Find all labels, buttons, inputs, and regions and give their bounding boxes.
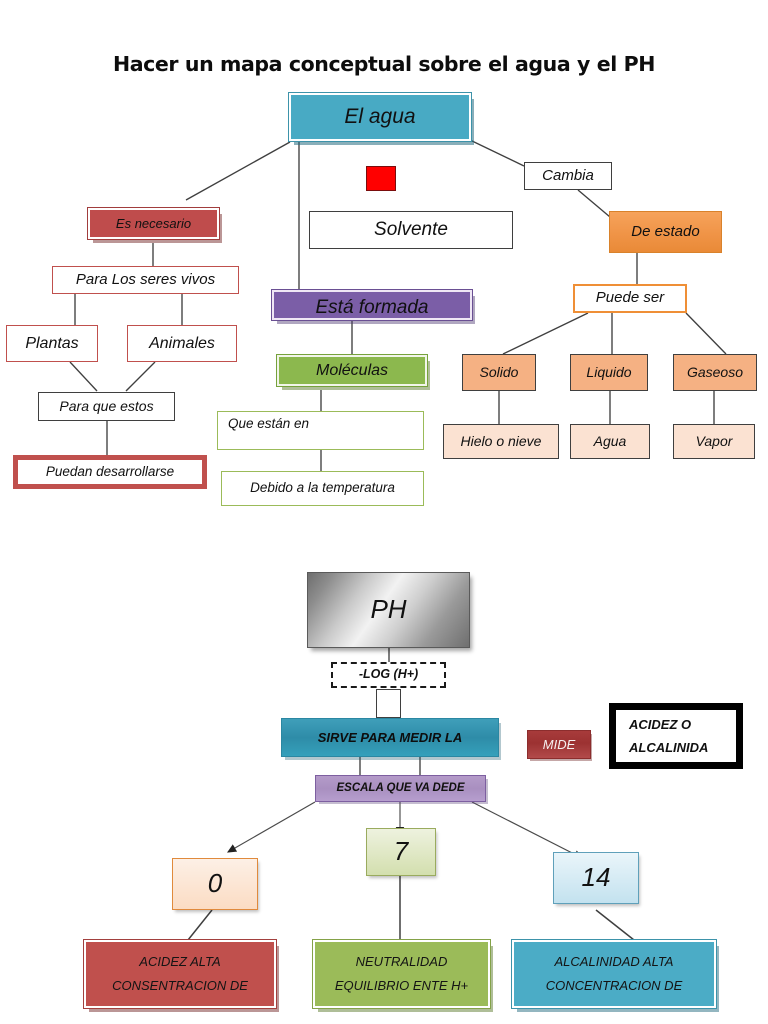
node-de-estado[interactable]: De estado	[609, 211, 722, 253]
node-cambia[interactable]: Cambia	[524, 162, 612, 190]
node-puede-ser[interactable]: Puede ser	[573, 284, 687, 313]
node-result-neutralidad[interactable]: NEUTRALIDAD EQUILIBRIO ENTE H+	[313, 940, 490, 1008]
node-estado-liquido[interactable]: Liquido	[570, 354, 648, 391]
connector-stub	[376, 689, 401, 718]
acidez-line-2: ALCALINIDA	[629, 739, 709, 755]
node-el-agua[interactable]: El agua	[289, 93, 471, 141]
result-neutralidad-line-2: EQUILIBRIO ENTE H+	[334, 978, 469, 993]
node-mide[interactable]: MIDE	[527, 730, 591, 759]
page-title: Hacer un mapa conceptual sobre el agua y…	[112, 52, 655, 76]
node-moleculas[interactable]: Moléculas	[277, 355, 427, 386]
acidez-line-1: ACIDEZ O	[629, 716, 692, 732]
node-log-formula[interactable]: -LOG (H+)	[331, 662, 446, 688]
node-animales[interactable]: Animales	[127, 325, 237, 362]
result-alcalinidad-line-2: CONCENTRACION DE	[545, 978, 683, 993]
node-acidez-o-alcalinidad[interactable]: ACIDEZ O ALCALINIDA	[609, 703, 743, 769]
node-estado-gaseoso[interactable]: Gaseoso	[673, 354, 757, 391]
node-plantas[interactable]: Plantas	[6, 325, 98, 362]
result-acidez-line-2: CONSENTRACION DE	[112, 978, 248, 993]
node-vapor[interactable]: Vapor	[673, 424, 755, 459]
node-ph-root[interactable]: PH	[307, 572, 470, 648]
red-square-decoration	[366, 166, 396, 191]
node-hielo-o-nieve[interactable]: Hielo o nieve	[443, 424, 559, 459]
node-debido-temperatura[interactable]: Debido a la temperatura	[221, 471, 424, 506]
node-scale-14[interactable]: 14	[553, 852, 639, 904]
node-scale-0[interactable]: 0	[172, 858, 258, 910]
node-para-los-seres-vivos[interactable]: Para Los seres vivos	[52, 266, 239, 294]
node-scale-7[interactable]: 7	[366, 828, 436, 876]
node-estado-solido[interactable]: Solido	[462, 354, 536, 391]
node-escala-que-va-desde[interactable]: ESCALA QUE VA DEDE	[315, 775, 486, 802]
node-result-acidez[interactable]: ACIDEZ ALTA CONSENTRACION DE	[84, 940, 276, 1008]
node-que-estan-en[interactable]: Que están en	[217, 411, 424, 450]
result-alcalinidad-line-1: ALCALINIDAD ALTA	[554, 954, 674, 970]
result-acidez-line-1: ACIDEZ ALTA	[139, 954, 221, 970]
node-agua-liquida[interactable]: Agua	[570, 424, 650, 459]
node-es-necesario[interactable]: Es necesario	[88, 208, 219, 239]
node-esta-formada[interactable]: Está formada	[272, 290, 472, 320]
result-neutralidad-line-1: NEUTRALIDAD	[355, 954, 448, 970]
node-sirve-para-medir[interactable]: SIRVE PARA MEDIR LA	[281, 718, 499, 757]
node-para-que-estos[interactable]: Para que estos	[38, 392, 175, 421]
node-puedan-desarrollarse[interactable]: Puedan desarrollarse	[13, 455, 207, 489]
node-result-alcalinidad[interactable]: ALCALINIDAD ALTA CONCENTRACION DE	[512, 940, 716, 1008]
node-solvente[interactable]: Solvente	[309, 211, 513, 249]
